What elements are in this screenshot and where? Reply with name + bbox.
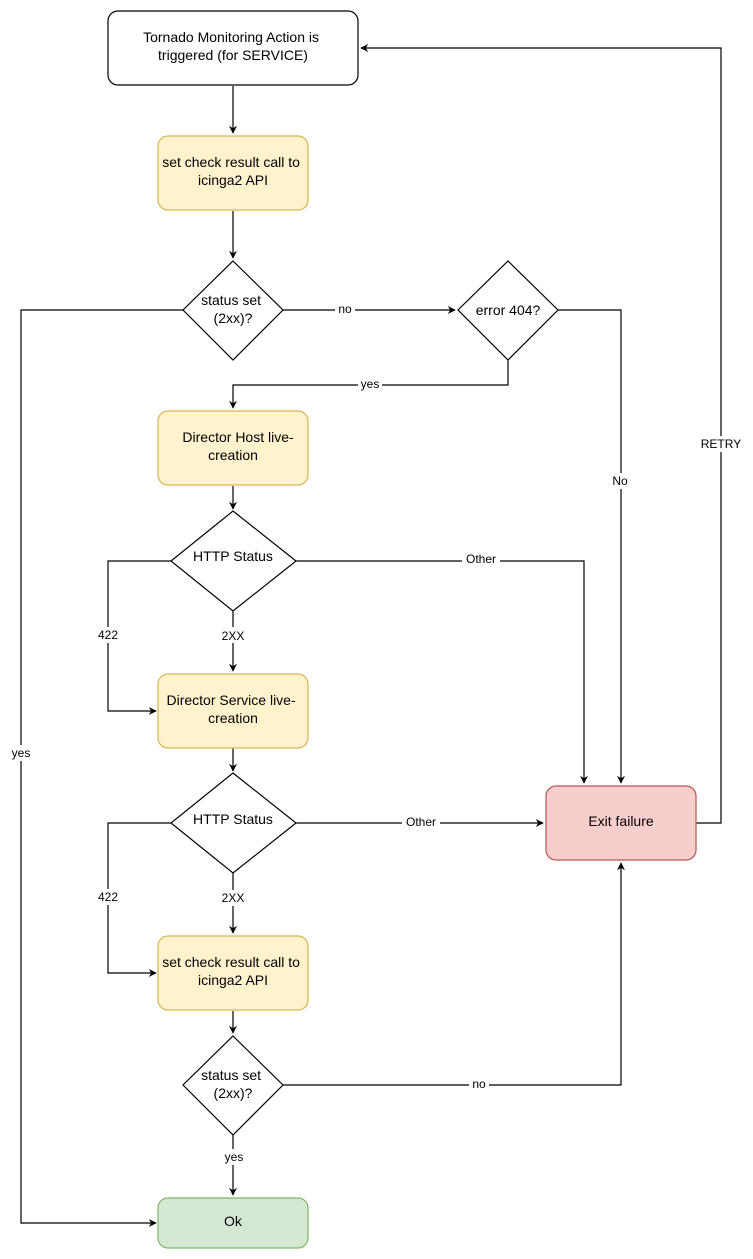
http-status-text-1: HTTP Status (193, 548, 273, 564)
http-status-decision-2: HTTP Status (170, 772, 297, 874)
ok-text: Ok (224, 1213, 243, 1229)
error-404-text: error 404? (476, 302, 541, 318)
svg-text:2XX: 2XX (222, 891, 245, 905)
svg-text:No: No (612, 474, 628, 488)
start-text: Tornado Monitoring Action is triggered (… (143, 29, 323, 63)
svg-text:no: no (472, 1077, 486, 1091)
svg-text:RETRY: RETRY (701, 437, 741, 451)
edge-label-2xx-2: 2XX (217, 890, 249, 906)
edge-status-set-2-no-to-exit-failure (283, 862, 625, 1086)
director-service-node: Director Service live- creation (157, 673, 309, 749)
set-check-result-text-2: set check result call to icinga2 API (162, 954, 304, 988)
edge-http-status-1-other-to-exit-failure (296, 560, 588, 784)
edge-label-422-1: 422 (94, 627, 122, 643)
status-set-text-1: status set (2xx)? (201, 292, 265, 326)
svg-text:Other: Other (406, 815, 436, 829)
edges (20, 44, 722, 1227)
status-set-text-2: status set (2xx)? (201, 1067, 265, 1101)
edge-label-no-404: No (609, 473, 633, 489)
edge-label-yes-1: yes (8, 745, 34, 761)
nodes: Tornado Monitoring Action is triggered (… (107, 10, 697, 1249)
svg-text:2XX: 2XX (222, 629, 245, 643)
edge-label-422-2: 422 (94, 889, 122, 905)
set-check-result-node-1: set check result call to icinga2 API (157, 135, 309, 211)
edge-label-no-2: no (469, 1076, 489, 1092)
svg-text:Other: Other (466, 552, 496, 566)
set-check-result-text-1: set check result call to icinga2 API (162, 154, 304, 188)
status-set-decision-1: status set (2xx)? (182, 260, 284, 361)
edge-labels: no yes No RETRY Other 422 2XX Other (8, 301, 745, 1165)
status-set-decision-2: status set (2xx)? (182, 1035, 284, 1136)
start-shape (107, 10, 359, 86)
director-service-text: Director Service live- creation (166, 692, 299, 726)
exit-failure-node: Exit failure (545, 785, 697, 861)
svg-text:yes: yes (12, 746, 31, 760)
edge-label-other-2: Other (402, 814, 440, 830)
director-host-node: Director Host live- creation (157, 410, 309, 486)
director-host-text: Director Host live- creation (182, 429, 297, 463)
svg-text:yes: yes (361, 377, 380, 391)
edge-label-2xx-1: 2XX (217, 627, 249, 643)
svg-text:no: no (338, 302, 352, 316)
svg-text:422: 422 (98, 628, 118, 642)
edge-exit-failure-retry-to-start (360, 44, 722, 824)
edge-error-404-no-to-exit-failure (558, 309, 625, 784)
svg-text:422: 422 (98, 890, 118, 904)
set-check-result-node-2: set check result call to icinga2 API (157, 935, 309, 1011)
start-node: Tornado Monitoring Action is triggered (… (107, 10, 359, 86)
error-404-decision: error 404? (457, 260, 559, 361)
edge-label-retry: RETRY (697, 436, 745, 452)
http-status-decision-1: HTTP Status (170, 510, 297, 612)
ok-node: Ok (157, 1197, 309, 1249)
edge-label-yes-404: yes (358, 376, 382, 392)
svg-text:yes: yes (225, 1150, 244, 1164)
edge-status-set-1-yes-to-ok (20, 309, 183, 1227)
edge-label-yes-2: yes (221, 1149, 247, 1165)
edge-label-no-1: no (335, 301, 355, 317)
exit-failure-text: Exit failure (588, 813, 654, 829)
edge-label-other-1: Other (462, 552, 500, 568)
http-status-text-2: HTTP Status (193, 811, 273, 827)
